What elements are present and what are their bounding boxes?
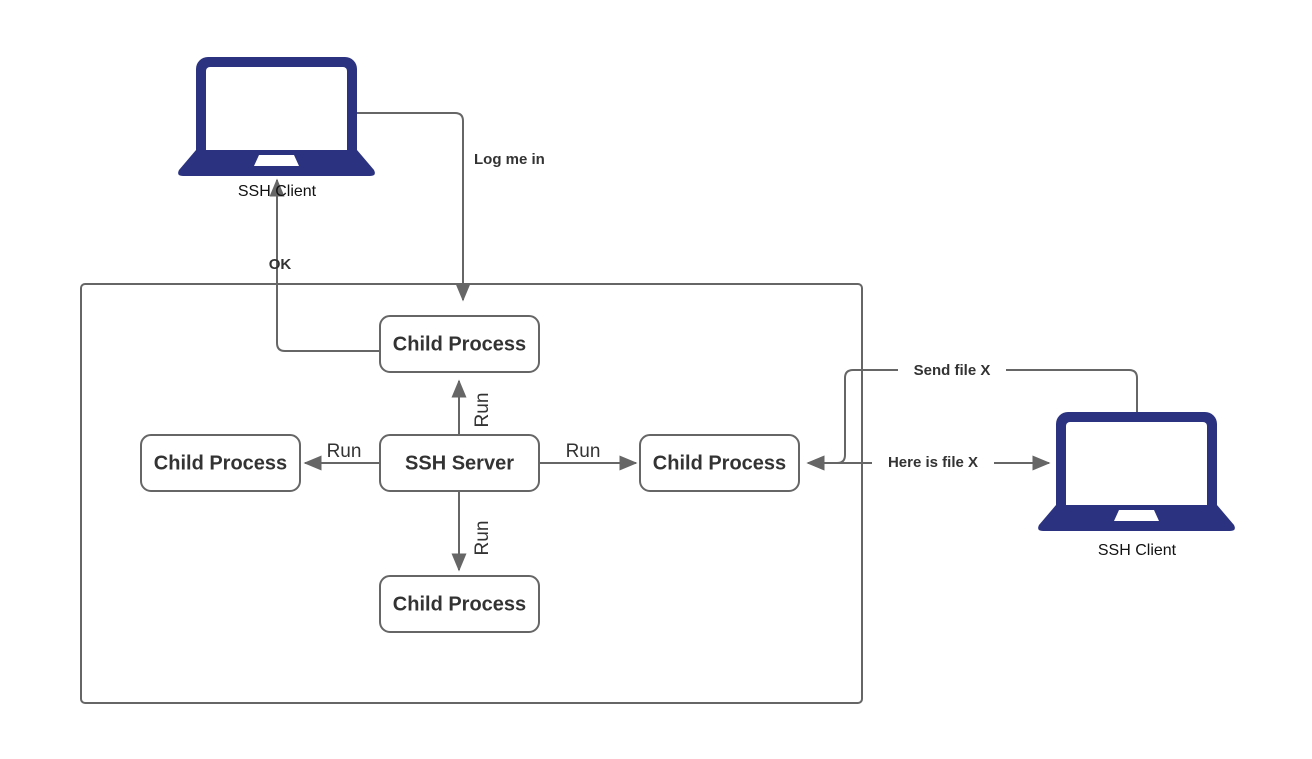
node-ssh-server[interactable]: SSH Server <box>379 434 540 492</box>
edge-label-ok: OK <box>269 256 292 273</box>
ssh-server-host-boundary <box>80 283 863 704</box>
node-label: SSH Server <box>405 452 514 474</box>
edge-label-run-right: Run <box>566 441 601 462</box>
label-knockout <box>898 360 1006 380</box>
node-child-process-top[interactable]: Child Process <box>379 315 540 373</box>
node-label: Child Process <box>393 333 526 355</box>
node-label: Child Process <box>154 452 287 474</box>
device-ssh-client-right[interactable]: SSH Client <box>1038 412 1235 559</box>
edge-label-log-me-in: Log me in <box>474 151 545 168</box>
laptop-icon <box>1038 412 1235 531</box>
laptop-trackpad-notch <box>254 155 299 166</box>
edge-label-run-left: Run <box>327 441 362 462</box>
device-ssh-client-top[interactable]: SSH Client <box>178 57 375 200</box>
laptop-trackpad-notch <box>1114 510 1159 521</box>
node-box <box>140 434 301 492</box>
device-caption: SSH Client <box>1098 542 1177 559</box>
edge-log-me-in <box>357 112 471 302</box>
node-label: Child Process <box>393 593 526 615</box>
laptop-screen-display <box>206 67 347 157</box>
label-knockout <box>872 453 994 473</box>
edge-label-send-file-x: Send file X <box>914 362 991 379</box>
node-box <box>379 315 540 373</box>
node-label: Child Process <box>653 452 786 474</box>
laptop-icon <box>178 57 375 176</box>
device-caption: SSH Client <box>238 183 317 200</box>
edge-ok <box>269 178 380 352</box>
node-child-process-left[interactable]: Child Process <box>140 434 301 492</box>
edge-label-here-is-file-x: Here is file X <box>888 454 978 471</box>
node-box <box>379 575 540 633</box>
laptop-screen-display <box>1066 422 1207 512</box>
edge-label-run-down: Run <box>472 521 493 556</box>
node-child-process-right[interactable]: Child Process <box>639 434 800 492</box>
node-box <box>379 434 540 492</box>
node-box <box>639 434 800 492</box>
edge-label-run-up: Run <box>472 393 493 428</box>
node-child-process-bottom[interactable]: Child Process <box>379 575 540 633</box>
